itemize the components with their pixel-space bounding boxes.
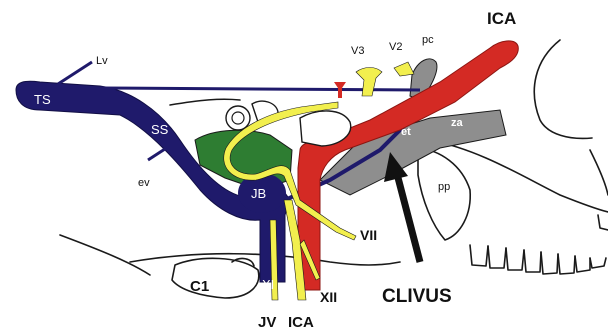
label-za: za xyxy=(451,117,464,129)
label-xi: XI xyxy=(262,277,274,292)
teeth xyxy=(470,215,608,274)
label-jb: JB xyxy=(251,186,266,201)
label-v3: V3 xyxy=(351,45,364,57)
label-ica-bottom: ICA xyxy=(288,314,314,331)
ev-pointer xyxy=(148,147,168,160)
label-et: et xyxy=(401,126,411,138)
label-lv: Lv xyxy=(96,55,108,67)
trigeminal-v2 xyxy=(394,62,414,76)
label-xii: XII xyxy=(320,289,337,305)
label-clivus: CLIVUS xyxy=(382,286,452,307)
label-ev: ev xyxy=(138,177,150,189)
lv-pointer xyxy=(58,62,92,84)
label-ts: TS xyxy=(34,92,51,107)
label-ica-top: ICA xyxy=(487,9,516,28)
label-jv: JV xyxy=(258,314,276,331)
ear-ossicle-1 xyxy=(226,106,250,130)
clivus-arrow xyxy=(384,152,420,262)
label-pc: pc xyxy=(422,34,434,46)
label-vii: VII xyxy=(360,227,377,243)
label-v2: V2 xyxy=(389,41,402,53)
label-pp: pp xyxy=(438,181,450,193)
label-c1: C1 xyxy=(190,278,209,295)
label-ss: SS xyxy=(151,122,169,137)
trigeminal-v3 xyxy=(356,68,382,97)
